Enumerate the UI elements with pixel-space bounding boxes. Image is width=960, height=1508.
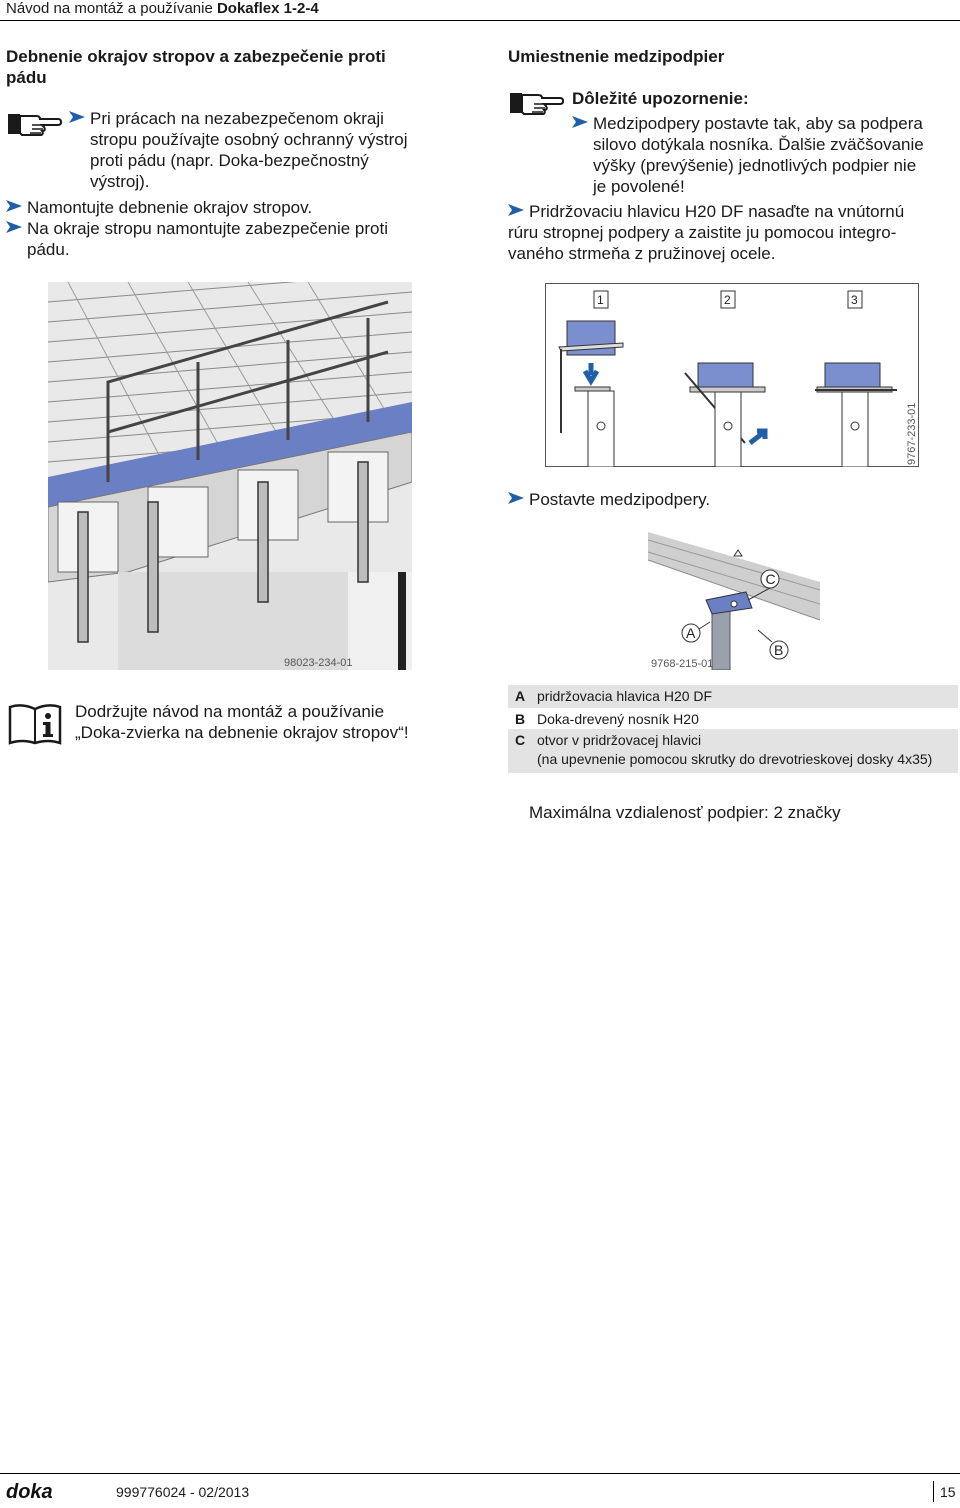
left-title-line2: pádu — [6, 68, 47, 87]
header-divider — [0, 20, 960, 21]
manual-book-icon — [8, 703, 62, 750]
step-line: vaného strmeňa z pružinovej ocele. — [508, 244, 776, 263]
info-line1: Dodržujte návod na montáž a používanie — [75, 702, 385, 721]
page-header-title: Návod na montáž a používanie Dokaflex 1-… — [6, 0, 319, 17]
holding-head-step: Pridržovaciu hlavicu H20 DF nasaďte na v… — [508, 201, 904, 264]
label-C: C — [766, 571, 776, 587]
right-section-title: Umiestnenie medzipodpier — [508, 47, 725, 66]
step-arrow-icon — [508, 492, 524, 504]
header-title-bold: Dokaflex 1-2-4 — [216, 0, 319, 17]
step-arrow-icon — [69, 111, 85, 123]
step-arrow-icon — [572, 116, 588, 128]
pointing-hand-icon — [508, 87, 565, 124]
step-arrow-icon — [6, 200, 22, 212]
step-number-3: 3 — [851, 293, 858, 307]
safety-note: Pri prácach na nezabezpečenom okraji str… — [69, 108, 408, 192]
important-line: Medzipodpery postavte tak, aby sa podper… — [593, 114, 923, 133]
step-mount-fall-protection-cont: pádu. — [27, 240, 70, 259]
header-title-regular: Návod na montáž a používanie — [6, 0, 217, 17]
step-line: Pridržovaciu hlavicu H20 DF nasaďte na v… — [529, 202, 905, 221]
legend-text: (na upevnenie pomocou skrutky do drevotr… — [537, 751, 933, 767]
label-A: A — [686, 625, 696, 641]
holding-head-detail-figure: C A B 9768-215-01 — [647, 530, 821, 675]
important-line: výšky (prevýšenie) jednotlivých podpier … — [593, 156, 917, 175]
legend-key: B — [515, 711, 526, 727]
info-box-text: Dodržujte návod na montáž a používanie „… — [75, 701, 409, 743]
step-arrow-icon — [6, 221, 22, 233]
left-figure-code: 98023-234-01 — [284, 657, 353, 669]
important-note-title: Dôležité upozornenie: — [572, 89, 749, 108]
legend-text: Doka-drevený nosník H20 — [537, 711, 699, 727]
left-title-line1: Debnenie okrajov stropov a zabezpečenie … — [6, 47, 386, 66]
doka-logo: doka — [6, 1481, 62, 1508]
note-line: proti pádu (napr. Doka-bezpečnostný — [90, 151, 369, 170]
footer-separator — [933, 1481, 934, 1502]
important-line: je povolené! — [593, 177, 685, 196]
label-B: B — [774, 642, 783, 658]
document-number: 999776024 - 02/2013 — [116, 1484, 250, 1500]
legend-row-B: B Doka-drevený nosník H20 — [508, 708, 958, 729]
place-props-step: Postavte medzipodpery. — [508, 489, 710, 510]
legend-row-A: A pridržovacia hlavica H20 DF — [508, 685, 958, 708]
step-line: rúru stropnej podpery a zaistite ju pomo… — [508, 223, 897, 242]
step-arrow-icon — [508, 204, 524, 216]
max-distance-note: Maximálna vzdialenosť podpier: 2 značky — [529, 803, 841, 822]
footer-divider — [0, 1473, 960, 1474]
note-line: stropu používajte osobný ochranný výstro… — [90, 130, 408, 149]
page-number: 15 — [940, 1484, 956, 1500]
left-section-title: Debnenie okrajov stropov a zabezpečenie … — [6, 46, 386, 88]
legend-text: pridržovacia hlavica H20 DF — [537, 688, 713, 704]
figure2-code: 9768-215-01 — [651, 658, 713, 670]
holding-head-steps-figure: 1 2 3 9767-233-01 — [545, 283, 919, 472]
info-line2: „Doka-zvierka na debnenie okrajov stropo… — [75, 723, 409, 742]
legend-key: C — [515, 732, 526, 748]
important-line: silovo dotýkala nosníka. Ďalšie zväčšova… — [593, 135, 924, 154]
step-mount-fall-protection: Na okraje stropu namontujte zabezpečenie… — [27, 219, 388, 238]
step-number-1: 1 — [597, 293, 604, 307]
note-line: výstroj). — [90, 172, 150, 191]
left-steps: Namontujte debnenie okrajov stropov. Na … — [6, 197, 388, 260]
place-props-text: Postavte medzipodpery. — [529, 490, 711, 509]
legend-text: otvor v pridržovacej hlavici — [537, 732, 702, 748]
slab-edge-figure: 98023-234-01 — [47, 271, 413, 675]
important-note: Medzipodpery postavte tak, aby sa podper… — [572, 113, 924, 197]
step-mount-formwork: Namontujte debnenie okrajov stropov. — [27, 198, 313, 217]
doka-logo-text: doka — [6, 1481, 53, 1503]
pointing-hand-icon — [6, 108, 63, 145]
legend-row-C: C otvor v pridržovacej hlavici (na upevn… — [508, 729, 958, 773]
legend-key: A — [515, 688, 526, 704]
note-line: Pri prácach na nezabezpečenom okraji — [90, 109, 384, 128]
step-number-2: 2 — [724, 293, 731, 307]
figure1-code: 9767-233-01 — [906, 403, 918, 465]
